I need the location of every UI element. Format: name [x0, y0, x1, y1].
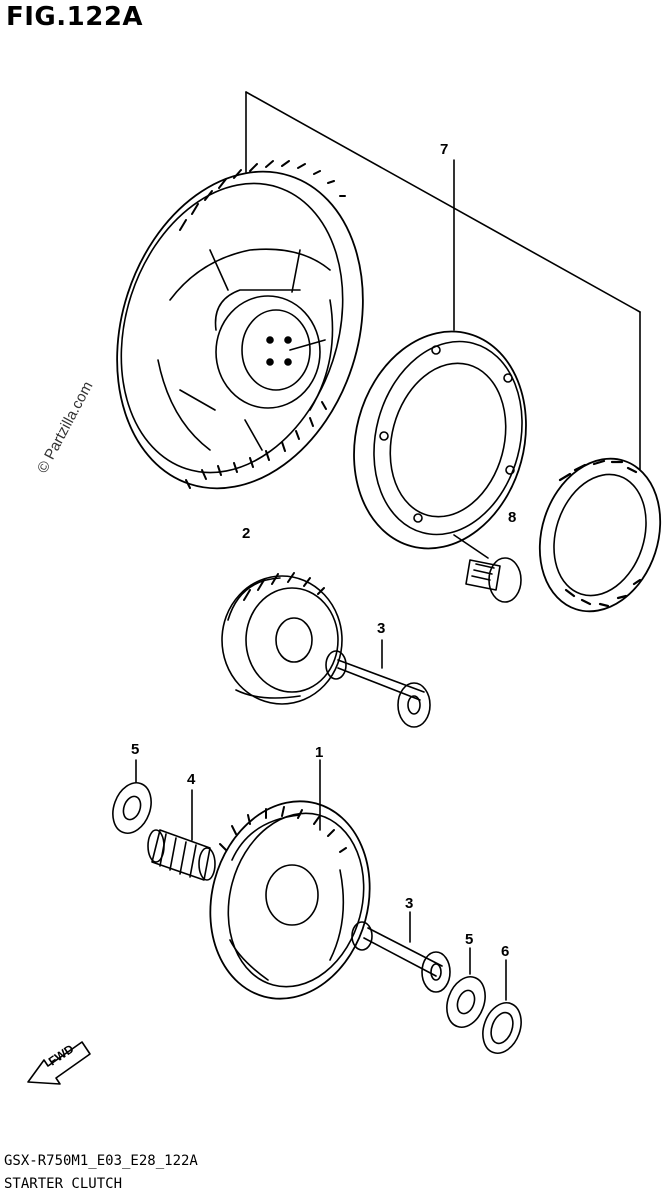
callout-1: 1 [315, 744, 323, 761]
starter-clutch-gear-assembly [116, 160, 364, 490]
callout-5-left: 5 [131, 741, 139, 758]
part-8-bolt [453, 534, 522, 603]
part-4-needle-bearing [147, 789, 216, 881]
callout-6: 6 [501, 943, 509, 960]
figure-title: FIG.122A [6, 2, 144, 32]
part-5-washer-left [112, 759, 152, 834]
callout-7: 7 [440, 141, 448, 158]
callout-3-lower: 3 [405, 895, 413, 912]
part-3-shaft-lower [351, 911, 451, 993]
part-2-idle-gear [221, 572, 343, 705]
callout-3-upper: 3 [377, 620, 385, 637]
section-title: STARTER CLUTCH [4, 1176, 123, 1192]
part-7-clutch-housing [353, 330, 527, 550]
one-way-clutch [538, 457, 662, 613]
callout-5-right: 5 [465, 931, 473, 948]
group-bracket-7 [245, 91, 641, 471]
model-code: GSX-R750M1_E03_E28_122A [4, 1153, 198, 1169]
part-3-shaft-upper [325, 639, 431, 728]
fwd-label: FWD [46, 1041, 77, 1068]
part-5-washer-right [446, 947, 486, 1028]
callout-2: 2 [242, 525, 250, 542]
fwd-arrow-icon [27, 1041, 91, 1085]
part-6-washer [482, 959, 522, 1054]
part-1-idle-gear [209, 759, 371, 1000]
callout-4: 4 [187, 771, 196, 788]
callout-8: 8 [508, 509, 516, 526]
